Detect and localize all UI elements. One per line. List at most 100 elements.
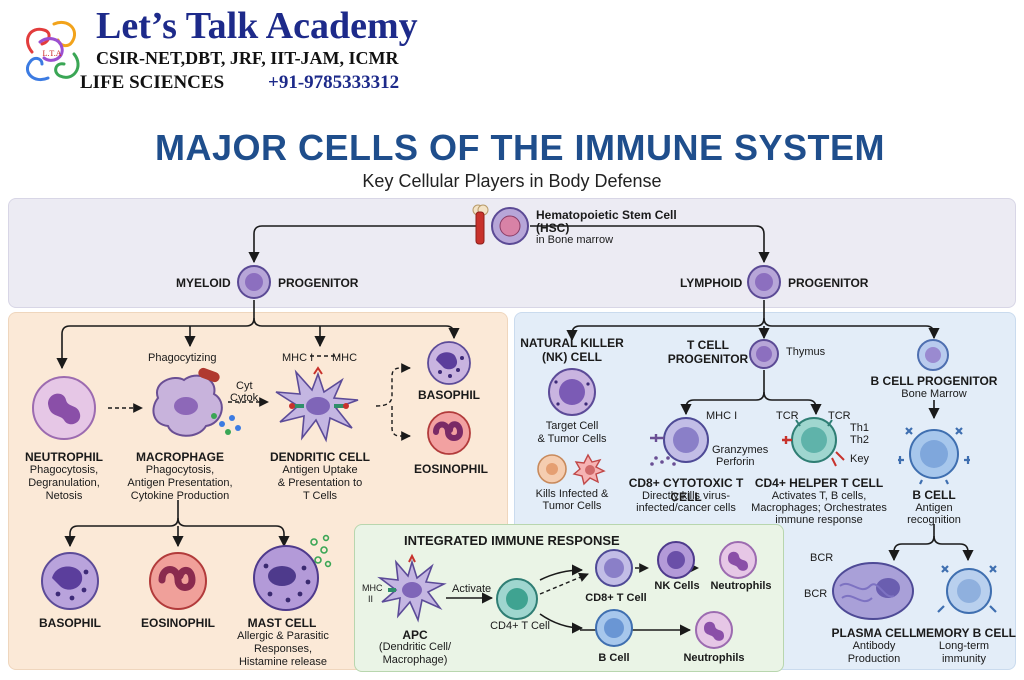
cytokine-dots-icon [211, 413, 241, 435]
neutrophil-name: NEUTROPHIL [25, 450, 103, 464]
dendritic-desc3: T Cells [302, 490, 338, 502]
integrated-cd4-label: CD4+ T Cell [490, 620, 550, 632]
apc-desc2: Macrophage) [382, 654, 448, 666]
cd8-mhc-i-label: MHC I [706, 410, 738, 422]
b-cell-desc1: Antigen [915, 502, 953, 514]
macrophage-desc1: Phagocytosis, [145, 464, 215, 476]
macrophage-name: MACROPHAGE [135, 450, 224, 464]
nk-desc3: Kills Infected & [535, 488, 609, 500]
target-cells-icon [537, 453, 606, 486]
nk-name1: NATURAL KILLER [520, 336, 624, 350]
apc-name: APC [402, 628, 428, 642]
cd8-desc1: Directly kills virus- [642, 490, 730, 502]
hsc-line1: Hematopoietic Stem Cell [536, 208, 677, 222]
academy-exams: CSIR-NET,DBT, JRF, IIT-JAM, ICMR [96, 48, 399, 68]
granzymes-label: Granzymes [712, 444, 769, 456]
bcr-label-2: BCR [804, 588, 828, 600]
bcr-label-1: BCR [810, 552, 834, 564]
macrophage-icon [152, 367, 223, 437]
t-prog-name2: PROGENITOR [667, 352, 749, 366]
lymphoid-label-right: PROGENITOR [788, 276, 869, 290]
hsc-line2: (HSC) [536, 221, 570, 235]
neutrophil-icon [32, 376, 96, 440]
eosinophil-top-icon [427, 411, 471, 455]
th2-label: Th2 [850, 434, 869, 446]
hsc-line3: in Bone marrow [536, 234, 614, 246]
hsc-cell-icon [491, 207, 529, 245]
integrated-cd4-icon [496, 578, 538, 620]
nk-desc1: Target Cell [545, 420, 599, 432]
th1-label: Th1 [850, 422, 869, 434]
basophil-bottom-name: BASOPHIL [38, 616, 101, 630]
memory-desc1: Long-term [938, 640, 990, 652]
dendritic-name: DENDRITIC CELL [270, 450, 370, 464]
dendritic-desc1: Antigen Uptake [282, 464, 358, 476]
mast-desc1: Allergic & Parasitic [237, 630, 329, 642]
integrated-title: INTEGRATED IMMUNE RESPONSE [404, 533, 620, 548]
b-cell-desc2: recognition [907, 514, 961, 526]
academy-logo-icon: L.T.A [25, 21, 80, 81]
diagram-subtitle: Key Cellular Players in Body Defense [362, 171, 662, 191]
integrated-cd8-label: CD8+ T Cell [585, 592, 647, 604]
b-prog-site: Bone Marrow [901, 388, 967, 400]
t-prog-site: Thymus [786, 346, 826, 358]
cd4-desc3: immune response [775, 514, 863, 526]
nk-name2: (NK) CELL [542, 350, 602, 364]
myeloid-label-left: MYELOID [176, 276, 231, 290]
nk-desc4: Tumor Cells [542, 500, 602, 512]
integrated-cd8-icon [595, 549, 633, 587]
t-prog-name1: T CELL [687, 338, 729, 352]
integrated-nk-label: NK Cells [654, 580, 700, 592]
plasma-desc1: Antibody [852, 640, 896, 652]
b-progenitor-icon [917, 339, 949, 371]
dendritic-desc2: & Presentation to [277, 477, 363, 489]
plasma-name: PLASMA CELL [831, 626, 917, 640]
cd8-desc2: infected/cancer cells [636, 502, 736, 514]
dendritic-mhc-ii-label: MHC [332, 352, 358, 364]
academy-phone: +91-9785333312 [268, 72, 400, 93]
t-progenitor-icon [749, 339, 779, 369]
lymphoid-progenitor-icon [747, 265, 781, 299]
integrated-neutrophils-top-label: Neutrophils [710, 580, 772, 592]
cd4-desc2: Macrophages; Orchestrates [751, 502, 887, 514]
academy-name: Let’s Talk Academy [96, 5, 418, 47]
macrophage-desc2: Antigen Presentation, [127, 477, 233, 489]
memory-name: MEMORY B CELL [915, 626, 1016, 640]
cd4-name: CD4+ HELPER T CELL [754, 476, 884, 490]
integrated-nk-icon [657, 541, 695, 579]
b-cell-icon [898, 427, 970, 485]
myeloid-label-right: PROGENITOR [278, 276, 359, 290]
neutrophil-desc1: Phagocytosis, [29, 464, 99, 476]
mast-desc2: Responses, [253, 643, 313, 655]
plasma-desc2: Production [847, 653, 901, 665]
cd8-t-cell-icon [650, 417, 709, 466]
cytok-label: Cytok [230, 392, 259, 404]
lymphoid-label-left: LYMPHOID [680, 276, 743, 290]
perforin-label: Perforin [716, 456, 755, 468]
cyt-label: Cyt [236, 380, 253, 392]
neutrophil-desc2: Degranulation, [28, 477, 100, 489]
dendritic-mhc-i-label: MHC I [282, 352, 314, 364]
basophil-bottom-icon [41, 552, 99, 610]
plasma-cell-icon [832, 562, 914, 620]
phagocytizing-label: Phagocytizing [148, 352, 217, 364]
activate-label: Activate [452, 583, 492, 595]
dendritic-cell-icon [275, 366, 359, 443]
myeloid-progenitor-icon [237, 265, 271, 299]
apc-icon [377, 553, 447, 623]
cd4-tcr2-label: TCR [828, 410, 851, 422]
apc-mhc-label: MHC [362, 583, 383, 593]
basophil-top-icon [427, 341, 471, 385]
integrated-neutrophils-bottom-label: Neutrophils [683, 652, 745, 664]
integrated-neutrophils-bottom-icon [695, 611, 733, 649]
cd4-tcr1-label: TCR [776, 410, 799, 422]
integrated-bcell-icon [595, 609, 633, 647]
mast-desc3: Histamine release [238, 656, 328, 668]
diagram-title: MAJOR CELLS OF THE IMMUNE SYSTEM [154, 127, 886, 168]
eosinophil-bottom-name: EOSINOPHIL [140, 616, 215, 630]
neutrophil-desc3: Netosis [45, 490, 83, 502]
nk-desc2: & Tumor Cells [537, 433, 607, 445]
basophil-top-name: BASOPHIL [418, 388, 481, 402]
apc-mhc-ii-label: II [368, 594, 374, 604]
